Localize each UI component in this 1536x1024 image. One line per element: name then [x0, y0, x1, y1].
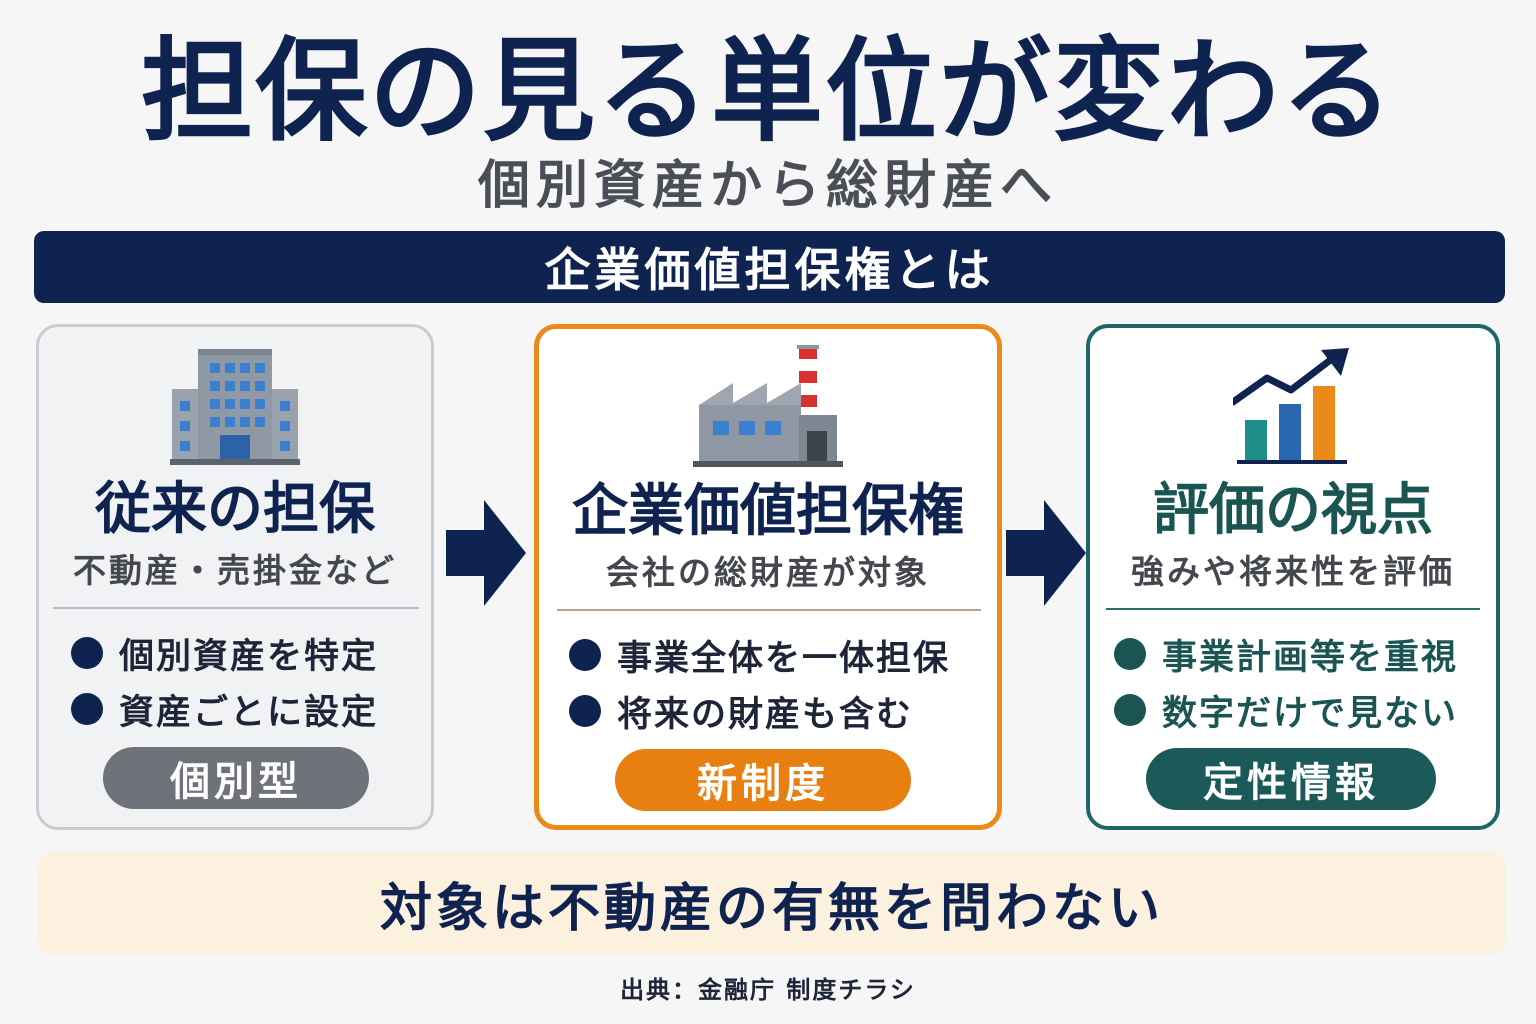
page-title: 担保の見る単位が変わる — [141, 27, 1395, 157]
list-item: 個別資産を特定 — [71, 625, 378, 681]
card-divider — [557, 609, 981, 611]
card-title: 従来の担保 — [95, 477, 375, 542]
office-building-icon — [39, 345, 431, 475]
bullet-dot-icon — [1114, 638, 1146, 670]
card-bullet-list: 事業全体を一体担保 将来の財産も含む — [569, 627, 950, 739]
arrow-right-icon — [1006, 500, 1086, 610]
bullet-dot-icon — [71, 637, 103, 669]
arrow-right-icon — [446, 500, 526, 610]
card-tag: 定性情報 — [1146, 748, 1436, 810]
factory-icon — [539, 345, 997, 475]
list-item: 事業計画等を重視 — [1114, 626, 1458, 682]
bullet-dot-icon — [569, 639, 601, 671]
list-item: 事業全体を一体担保 — [569, 627, 950, 683]
card-divider — [53, 607, 419, 609]
card-title: 企業価値担保権 — [572, 479, 964, 544]
page-subtitle: 個別資産から総財産へ — [477, 156, 1058, 216]
card-enterprise-value-security: 企業価値担保権 会社の総財産が対象 事業全体を一体担保 将来の財産も含む 新制度 — [534, 324, 1002, 830]
list-item: 将来の財産も含む — [569, 683, 950, 739]
section-banner: 企業価値担保権とは — [34, 231, 1505, 303]
card-title: 評価の視点 — [1153, 478, 1433, 543]
card-evaluation-perspective: 評価の視点 強みや将来性を評価 事業計画等を重視 数字だけで見ない 定性情報 — [1086, 324, 1500, 830]
bullet-dot-icon — [1114, 694, 1146, 726]
card-bullet-list: 個別資産を特定 資産ごとに設定 — [71, 625, 378, 737]
card-subtitle: 会社の総財産が対象 — [606, 553, 930, 592]
card-conventional-collateral: 従来の担保 不動産・売掛金など 個別資産を特定 資産ごとに設定 個別型 — [36, 324, 434, 830]
card-bullet-list: 事業計画等を重視 数字だけで見ない — [1114, 626, 1458, 738]
card-subtitle: 不動産・売掛金など — [73, 551, 397, 590]
growth-chart-icon — [1090, 348, 1496, 478]
card-divider — [1106, 608, 1480, 610]
list-item: 資産ごとに設定 — [71, 681, 378, 737]
card-tag: 新制度 — [615, 749, 911, 811]
footer-message: 対象は不動産の有無を問わない — [38, 852, 1506, 954]
bullet-dot-icon — [569, 695, 601, 727]
card-subtitle: 強みや将来性を評価 — [1131, 552, 1455, 591]
list-item: 数字だけで見ない — [1114, 682, 1458, 738]
card-tag: 個別型 — [103, 747, 369, 809]
source-credit: 出典：金融庁 制度チラシ — [620, 976, 916, 1004]
bullet-dot-icon — [71, 693, 103, 725]
